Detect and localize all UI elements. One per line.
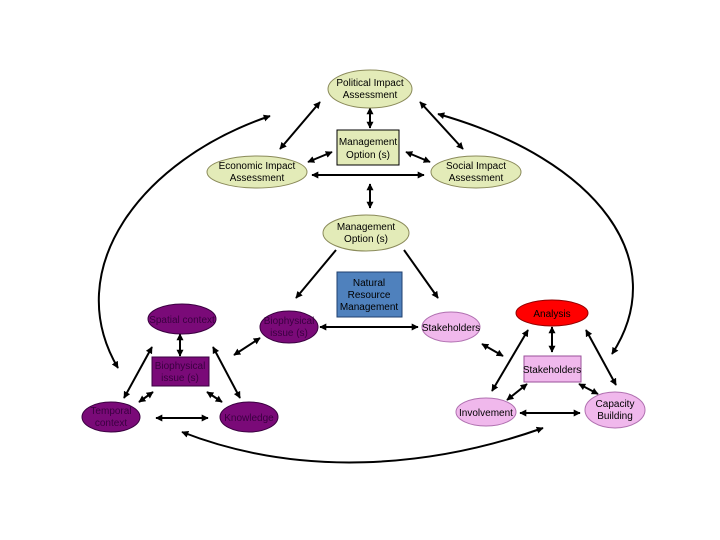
node-biophysical-center[interactable]: Biophysical issue (s) [259,310,319,344]
arrow-mgmt-bio-center [295,249,337,299]
nrm-label-line1: Natural [353,278,385,289]
mgmt-top-label-line1: Management [339,137,398,148]
social-label-line1: Social Impact [446,161,506,172]
economic-label-line2: Assessment [230,173,285,184]
node-political-impact[interactable]: Political Impact Assessment [327,69,413,109]
temporal-label-line2: context [95,418,127,429]
stake-center-label: Stakeholders [422,323,480,334]
nrm-label-line3: Management [340,302,399,313]
political-label-line2: Assessment [343,90,398,101]
analysis-label: Analysis [533,309,570,320]
node-stakeholders-center[interactable]: Stakeholders [421,311,481,343]
arrow-spatial-temporal [123,346,153,399]
arrow-bio-center-bio-left [233,337,261,356]
capacity-label-line2: Building [597,411,633,422]
arrow-bio-left-knowledge [206,391,223,403]
knowledge-label: Knowledge [224,413,274,424]
capacity-label-line1: Capacity [596,399,635,410]
social-label-line2: Assessment [449,173,504,184]
node-capacity-building[interactable]: Capacity Building [584,391,646,429]
node-involvement[interactable]: Involvement [455,397,517,427]
stake-right-label: Stakeholders [523,365,581,376]
node-knowledge[interactable]: Knowledge [219,401,279,433]
spatial-label: Spatial context [149,315,215,326]
node-spatial-context[interactable]: Spatial context [147,303,217,335]
bio-left-label-line2: issue (s) [161,373,199,384]
arrow-curve-right [437,112,634,355]
node-temporal-context[interactable]: Temporal context [81,401,141,433]
arrow-stake-center-stake-right [481,343,504,357]
connectors [98,101,634,464]
node-biophysical-left[interactable]: Biophysical issue (s) [151,356,210,387]
node-economic-impact[interactable]: Economic Impact Assessment [206,155,308,189]
node-management-option-mid[interactable]: Management Option (s) [322,214,410,252]
arrow-curve-left [98,114,271,369]
arrow-political-economic [279,101,321,150]
mgmt-mid-label-line1: Management [337,222,396,233]
arrow-political-social [419,101,464,150]
arrow-analysis-involvement [491,329,529,392]
arrow-bio-left-temporal [138,391,154,403]
arrow-mgmt-economic [307,151,333,163]
temporal-label-line1: Temporal [90,406,131,417]
arrow-curve-bottom [181,426,544,464]
node-analysis[interactable]: Analysis [515,299,589,327]
node-management-option-top[interactable]: Management Option (s) [336,129,400,166]
bio-left-label-line1: Biophysical [155,361,206,372]
political-label-line1: Political Impact [336,78,403,89]
node-stakeholders-right[interactable]: Stakeholders [523,355,582,383]
mgmt-top-label-line2: Option (s) [346,150,390,161]
node-social-impact[interactable]: Social Impact Assessment [430,155,522,189]
arrow-analysis-capacity [585,329,617,386]
nrm-label-line2: Resource [348,290,391,301]
mgmt-mid-label-line2: Option (s) [344,234,388,245]
economic-label-line1: Economic Impact [219,161,296,172]
arrow-stake-right-involvement [506,383,528,401]
arrow-mgmt-stake-center [403,249,439,299]
bio-center-label-line2: issue (s) [270,328,308,339]
arrow-mgmt-social [405,151,431,163]
node-natural-resource-management[interactable]: Natural Resource Management [336,271,403,318]
involvement-label: Involvement [459,408,513,419]
bio-center-label-line1: Biophysical [264,316,315,327]
arrow-stake-right-capacity [578,383,599,395]
